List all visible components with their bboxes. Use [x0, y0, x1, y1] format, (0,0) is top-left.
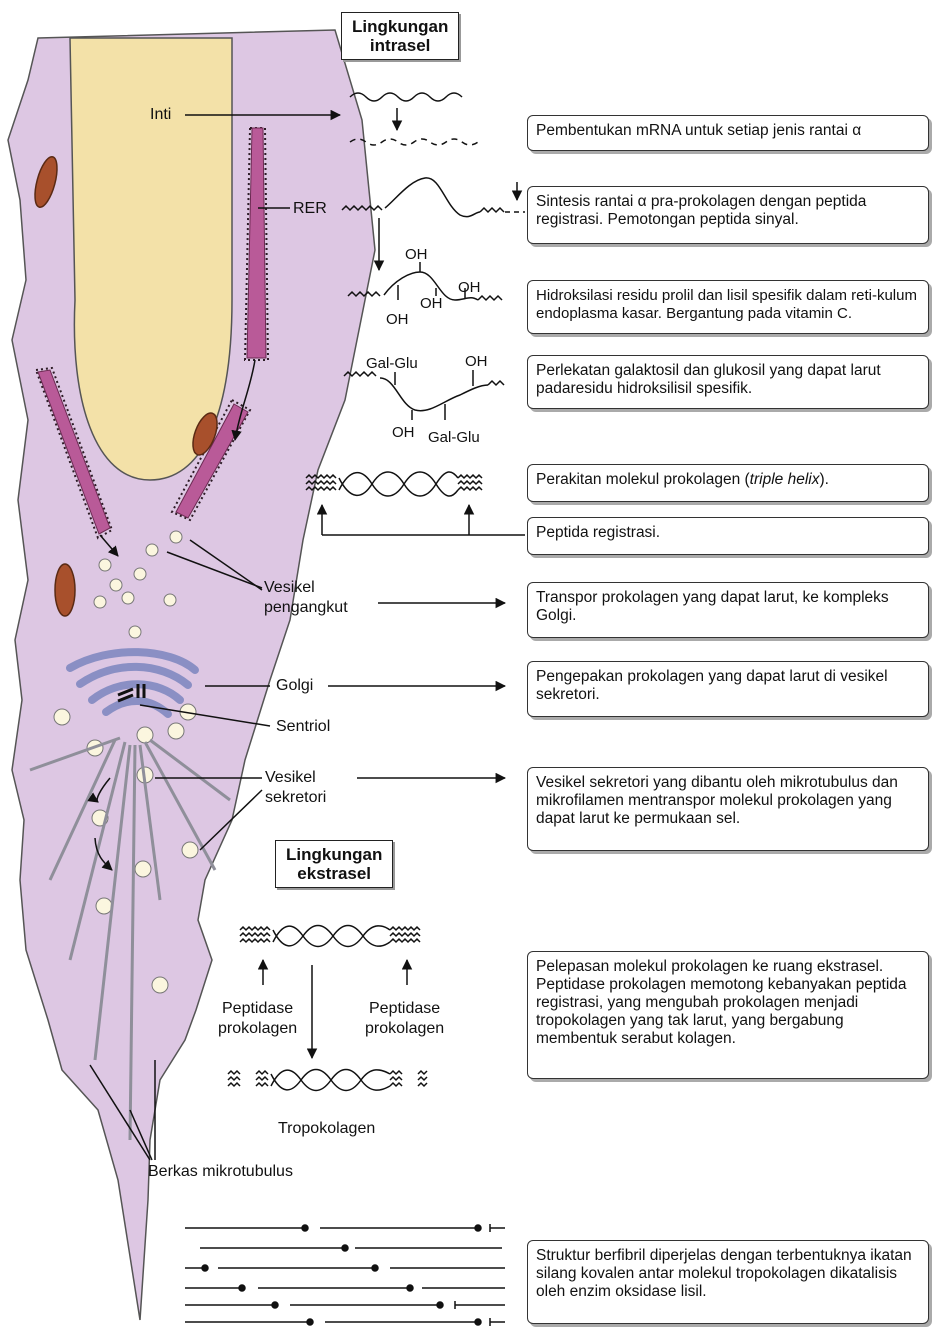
label-peptidase-left: Peptidase prokolagen [218, 999, 297, 1039]
mol-oh-5: OH [465, 354, 488, 370]
step-11-box: Struktur berfibril diperjelas dengan ter… [527, 1240, 929, 1324]
label-vesikel-pengangkut-line2: pengangkut [264, 598, 348, 618]
label-golgi: Golgi [276, 677, 313, 695]
step-5-text: Perakitan molekul prokolagen ( [536, 471, 750, 488]
step-2-text: Sintesis rantai α pra-prokolagen dengan … [536, 193, 866, 228]
label-peptidase-left-line2: prokolagen [218, 1019, 297, 1039]
step-5-italic: triple helix [750, 471, 820, 488]
triple-helix-procollagen [306, 472, 525, 535]
label-berkas-mikrotubulus: Berkas mikrotubulus [148, 1163, 293, 1181]
step-8-text: Pengepakan prokolagen yang dapat larut d… [536, 668, 888, 703]
mol-oh-1: OH [405, 247, 428, 263]
header-intracellular: Lingkungan intrasel [341, 12, 459, 60]
step-6-box: Peptida registrasi. [527, 517, 929, 555]
step-10-text: Pelepasan molekul prokolagen ke ruang ek… [536, 958, 907, 1047]
label-inti: Inti [150, 106, 171, 124]
step-8-box: Pengepakan prokolagen yang dapat larut d… [527, 661, 929, 717]
step-10-box: Pelepasan molekul prokolagen ke ruang ek… [527, 951, 929, 1079]
header-extracellular: Lingkungan ekstrasel [275, 840, 393, 888]
label-peptidase-left-line1: Peptidase [218, 999, 297, 1019]
step-9-text: Vesikel sekretori yang dibantu oleh mikr… [536, 774, 898, 827]
label-vesikel-pengangkut-line1: Vesikel [264, 578, 348, 598]
label-vesikel-sekretori: Vesikel sekretori [265, 768, 326, 808]
tropocollagen [228, 1070, 427, 1091]
step-3-box: Hidroksilasi residu prolil dan lisil spe… [527, 280, 929, 334]
mol-oh-2: OH [420, 296, 443, 312]
mol-oh-6: OH [392, 425, 415, 441]
step-7-text: Transpor prokolagen yang dapat larut, ke… [536, 589, 889, 624]
mol-gal-glu-top: Gal-Glu [366, 356, 418, 372]
step-4-text: Perlekatan galaktosil dan glukosil yang … [536, 362, 881, 397]
step-5-box: Perakitan molekul prokolagen (triple hel… [527, 464, 929, 502]
fibrils [185, 1224, 505, 1326]
label-peptidase-right-line1: Peptidase [365, 999, 444, 1019]
label-tropokolagen: Tropokolagen [278, 1120, 375, 1138]
mol-oh-3: OH [458, 280, 481, 296]
step-6-text: Peptida registrasi. [536, 524, 660, 541]
header-extracellular-line1: Lingkungan [286, 845, 382, 864]
label-vesikel-sekretori-line1: Vesikel [265, 768, 326, 788]
label-peptidase-right: Peptidase prokolagen [365, 999, 444, 1039]
step-1-box: Pembentukan mRNA untuk setiap jenis rant… [527, 115, 929, 151]
header-intracellular-line1: Lingkungan [352, 17, 448, 36]
label-vesikel-pengangkut: Vesikel pengangkut [264, 578, 348, 618]
mol-gal-glu-bottom: Gal-Glu [428, 430, 480, 446]
step-2-box: Sintesis rantai α pra-prokolagen dengan … [527, 186, 929, 244]
step-1-text: Pembentukan mRNA untuk setiap jenis rant… [536, 122, 861, 139]
label-sentriol: Sentriol [276, 718, 330, 736]
step-5-end: ). [819, 471, 828, 488]
header-intracellular-line2: intrasel [352, 36, 448, 55]
label-peptidase-right-line2: prokolagen [365, 1019, 444, 1039]
step-11-text: Struktur berfibril diperjelas dengan ter… [536, 1247, 912, 1300]
header-extracellular-line2: ekstrasel [286, 864, 382, 883]
step-9-box: Vesikel sekretori yang dibantu oleh mikr… [527, 767, 929, 851]
label-vesikel-sekretori-line2: sekretori [265, 788, 326, 808]
label-rer: RER [293, 200, 327, 218]
step-4-box: Perlekatan galaktosil dan glukosil yang … [527, 355, 929, 409]
mol-oh-4: OH [386, 312, 409, 328]
step-3-text: Hidroksilasi residu prolil dan lisil spe… [536, 287, 917, 322]
step-7-box: Transpor prokolagen yang dapat larut, ke… [527, 582, 929, 638]
